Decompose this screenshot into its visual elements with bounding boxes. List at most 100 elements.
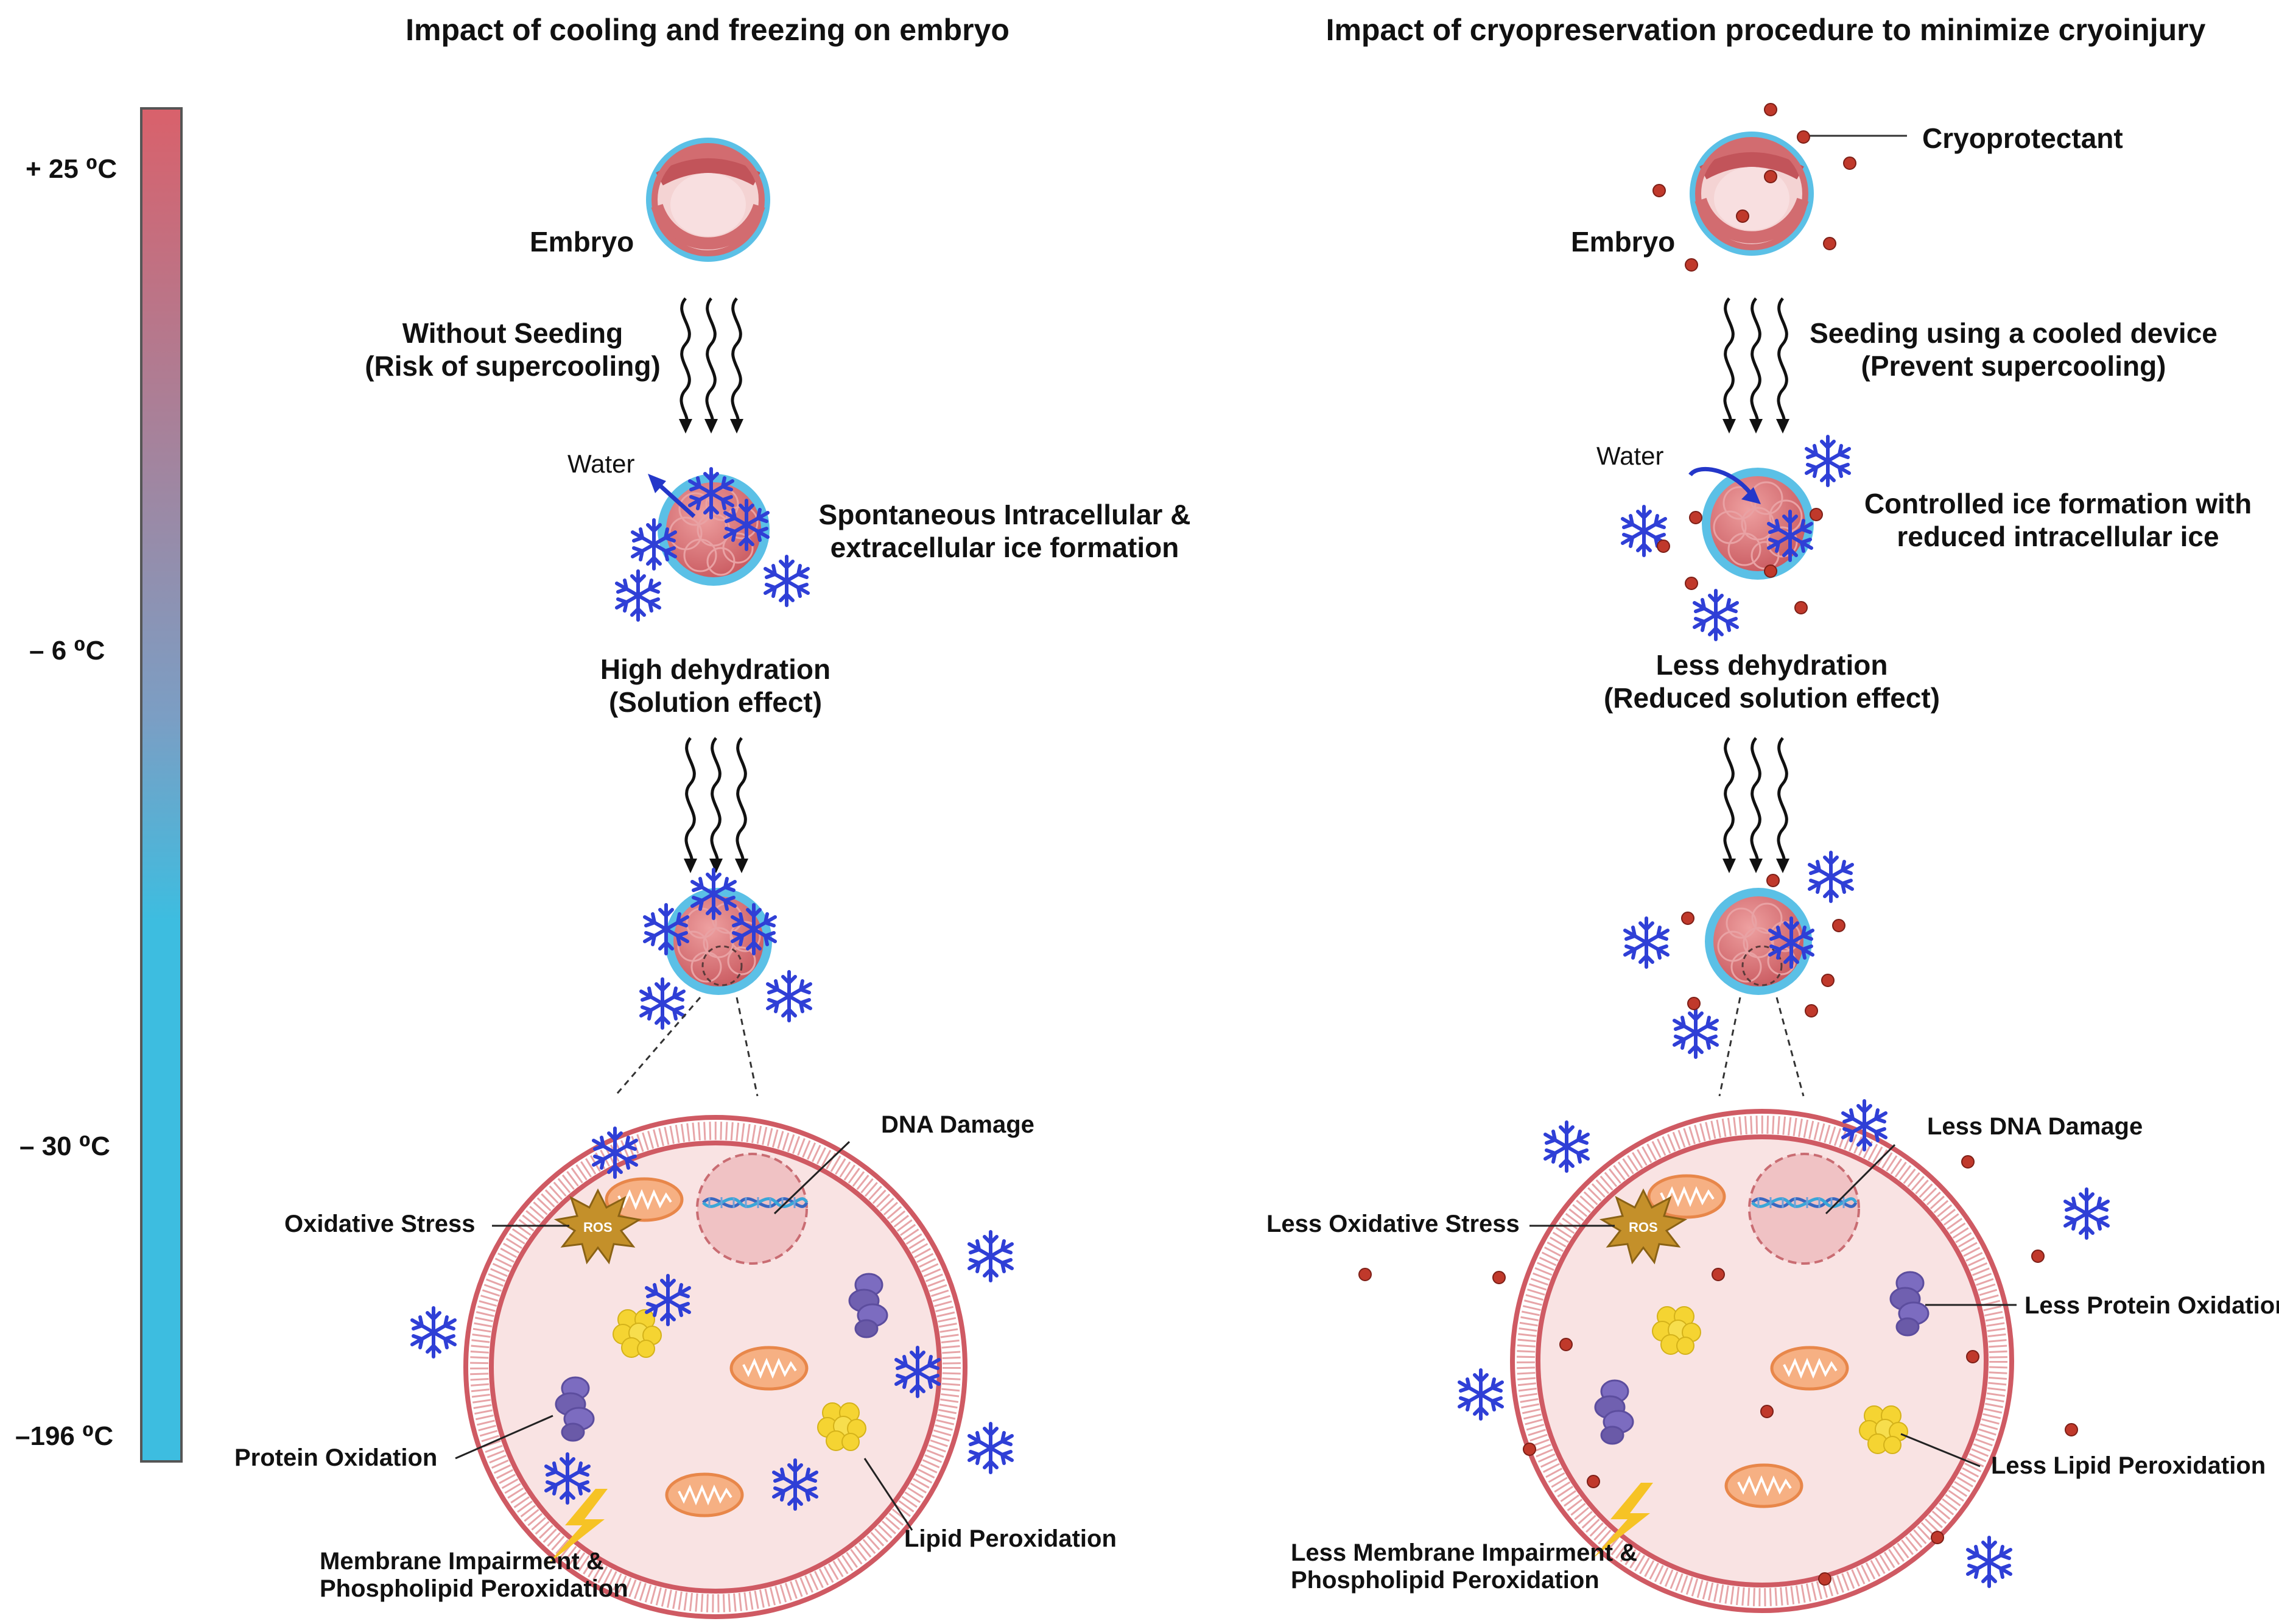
cryoprotectant-dot-icon <box>1805 1004 1818 1018</box>
ice-formation-label: Spontaneous Intracellular & extracellula… <box>819 498 1191 564</box>
cryoprotectant-dot-icon <box>1764 564 1777 578</box>
snowflake-icon <box>1674 1008 1717 1057</box>
water-label: Water <box>567 449 635 478</box>
snowflake-icon <box>1459 1370 1502 1419</box>
cryoprotectant-dot-icon <box>1931 1531 1944 1544</box>
snowflake-icon <box>412 1308 455 1357</box>
embryo-label: Embryo <box>1571 226 1676 258</box>
cryoprotectant-dot-icon <box>1760 1405 1774 1418</box>
wavy-arrow-icon <box>1776 298 1789 434</box>
snowflake-icon <box>2065 1189 2108 1238</box>
wavy-arrow-icon <box>704 298 718 434</box>
protein-oxidation-label: Protein Oxidation <box>234 1444 438 1471</box>
cryoprotectant-dot-icon <box>1685 577 1698 590</box>
temp-label-minus6: – 6 ⁰C <box>29 636 105 666</box>
dna-damage-label: DNA Damage <box>881 1111 1034 1138</box>
less-membrane-impairment-line: Less Membrane Impairment & <box>1291 1539 1638 1566</box>
membrane-impairment-label: Membrane Impairment & Phospholipid Perox… <box>320 1548 628 1603</box>
snowflake-icon <box>1807 437 1849 485</box>
snowflake-icon <box>1968 1538 2010 1586</box>
cryoprotectant-dot-icon <box>1797 130 1810 144</box>
snowflake-icon <box>1694 591 1737 639</box>
left-panel-title: Impact of cooling and freezing on embryo <box>406 13 1010 47</box>
lipid-peroxidation-label: Lipid Peroxidation <box>904 1525 1117 1552</box>
membrane-impairment-line: Membrane Impairment & <box>320 1548 604 1575</box>
embryo-icon <box>646 138 770 262</box>
dehydration-label: High dehydration (Solution effect) <box>600 653 830 719</box>
cryoprotectant-dot-icon <box>1766 874 1780 887</box>
embryo-frozen-icon <box>1701 466 1815 581</box>
cryoprotectant-dot-icon <box>1687 997 1701 1010</box>
seeding-line: Seeding using a cooled device <box>1810 317 2218 349</box>
cryoprotectant-dot-icon <box>1358 1268 1372 1281</box>
controlled-ice-line: reduced intracellular ice <box>1897 521 2219 552</box>
cryoprotectant-dot-icon <box>1843 156 1856 170</box>
snowflake-icon <box>969 1424 1012 1472</box>
wavy-arrow-icon <box>1722 738 1736 873</box>
wavy-arrow-icon <box>679 298 692 434</box>
mitochondria-icon <box>1726 1465 1802 1506</box>
temp-label-minus196: –196 ⁰C <box>15 1421 114 1451</box>
less-protein-oxidation-label: Less Protein Oxidation <box>2024 1292 2279 1319</box>
mitochondria-icon <box>731 1348 807 1389</box>
right-panel-title: Impact of cryopreservation procedure to … <box>1326 13 2206 47</box>
without-seeding-line: (Risk of supercooling) <box>365 350 661 382</box>
cryoprotectant-dot-icon <box>1523 1443 1536 1456</box>
cryoprotectant-dot-icon <box>1961 1155 1975 1169</box>
cryoprotectant-dot-icon <box>1966 1350 1979 1363</box>
cryoprotectant-dot-icon <box>1736 209 1749 223</box>
cryoprotectant-label: Cryoprotectant <box>1922 122 2123 154</box>
temp-label-minus30: – 30 ⁰C <box>19 1131 110 1161</box>
ros-label: ROS <box>1629 1220 1658 1235</box>
snowflake-icon <box>1810 852 1852 901</box>
wavy-arrow-icon <box>1749 738 1763 873</box>
less-dehydration-label: Less dehydration (Reduced solution effec… <box>1604 649 1940 714</box>
wavy-arrow-icon <box>1722 298 1736 434</box>
controlled-ice-line: Controlled ice formation with <box>1864 488 2252 519</box>
cryoprotectant-dot-icon <box>1818 1572 1831 1586</box>
cryoprotectant-dot-icon <box>1559 1338 1573 1351</box>
water-arrow-icon <box>1688 466 1757 501</box>
less-dna-damage-label: Less DNA Damage <box>1927 1113 2143 1140</box>
snowflake-icon <box>765 557 808 605</box>
ros-label: ROS <box>583 1220 613 1235</box>
less-lipid-peroxidation-label: Less Lipid Peroxidation <box>1991 1452 2266 1479</box>
wavy-arrow-icon <box>735 738 748 873</box>
cryoprotectant-dot-icon <box>1823 237 1836 250</box>
cryoprotectant-dot-icon <box>1794 601 1808 614</box>
cryoprotectant-dot-icon <box>1681 912 1694 925</box>
seeding-line: (Prevent supercooling) <box>1861 350 2166 382</box>
snowflake-icon <box>1545 1122 1588 1171</box>
cryoprotectant-dot-icon <box>1712 1268 1725 1281</box>
embryo-label: Embryo <box>530 226 634 258</box>
without-seeding-line: Without Seeding <box>402 317 623 349</box>
wavy-arrow-icon <box>709 738 723 873</box>
water-arrow-icon <box>655 480 696 518</box>
cryoprotectant-dot-icon <box>1810 508 1823 521</box>
less-oxidative-stress-label: Less Oxidative Stress <box>1266 1211 1520 1237</box>
water-label: Water <box>1596 441 1664 470</box>
cryoprotectant-dot-icon <box>1587 1475 1600 1488</box>
less-dehydration-line: (Reduced solution effect) <box>1603 682 1940 714</box>
wavy-arrow-icon <box>1749 298 1763 434</box>
snowflake-icon <box>969 1232 1012 1281</box>
cryoprotectant-dot-icon <box>1492 1271 1506 1284</box>
snowflake-icon <box>1625 918 1668 967</box>
dehydration-line: (Solution effect) <box>608 686 823 718</box>
cryoprotectant-dot-icon <box>2031 1250 2045 1263</box>
cell-closeup-left <box>463 1115 967 1619</box>
wavy-arrow-icon <box>1776 738 1789 873</box>
snowflake-icon <box>641 979 684 1028</box>
wavy-arrow-icon <box>684 738 697 873</box>
cryoprotectant-dot-icon <box>1685 258 1698 272</box>
mitochondria-icon <box>1772 1348 1847 1389</box>
wavy-arrow-icon <box>730 298 743 434</box>
membrane-impairment-line: Phospholipid Peroxidation <box>320 1575 628 1602</box>
cryoprotectant-dot-icon <box>1652 184 1666 197</box>
less-dehydration-line: Less dehydration <box>1656 649 1888 681</box>
cryoprotectant-dot-icon <box>1764 103 1777 116</box>
cryoprotectant-dot-icon <box>1657 540 1670 553</box>
cryoprotectant-dot-icon <box>1689 511 1702 524</box>
seeding-label: Seeding using a cooled device (Prevent s… <box>1810 317 2218 382</box>
